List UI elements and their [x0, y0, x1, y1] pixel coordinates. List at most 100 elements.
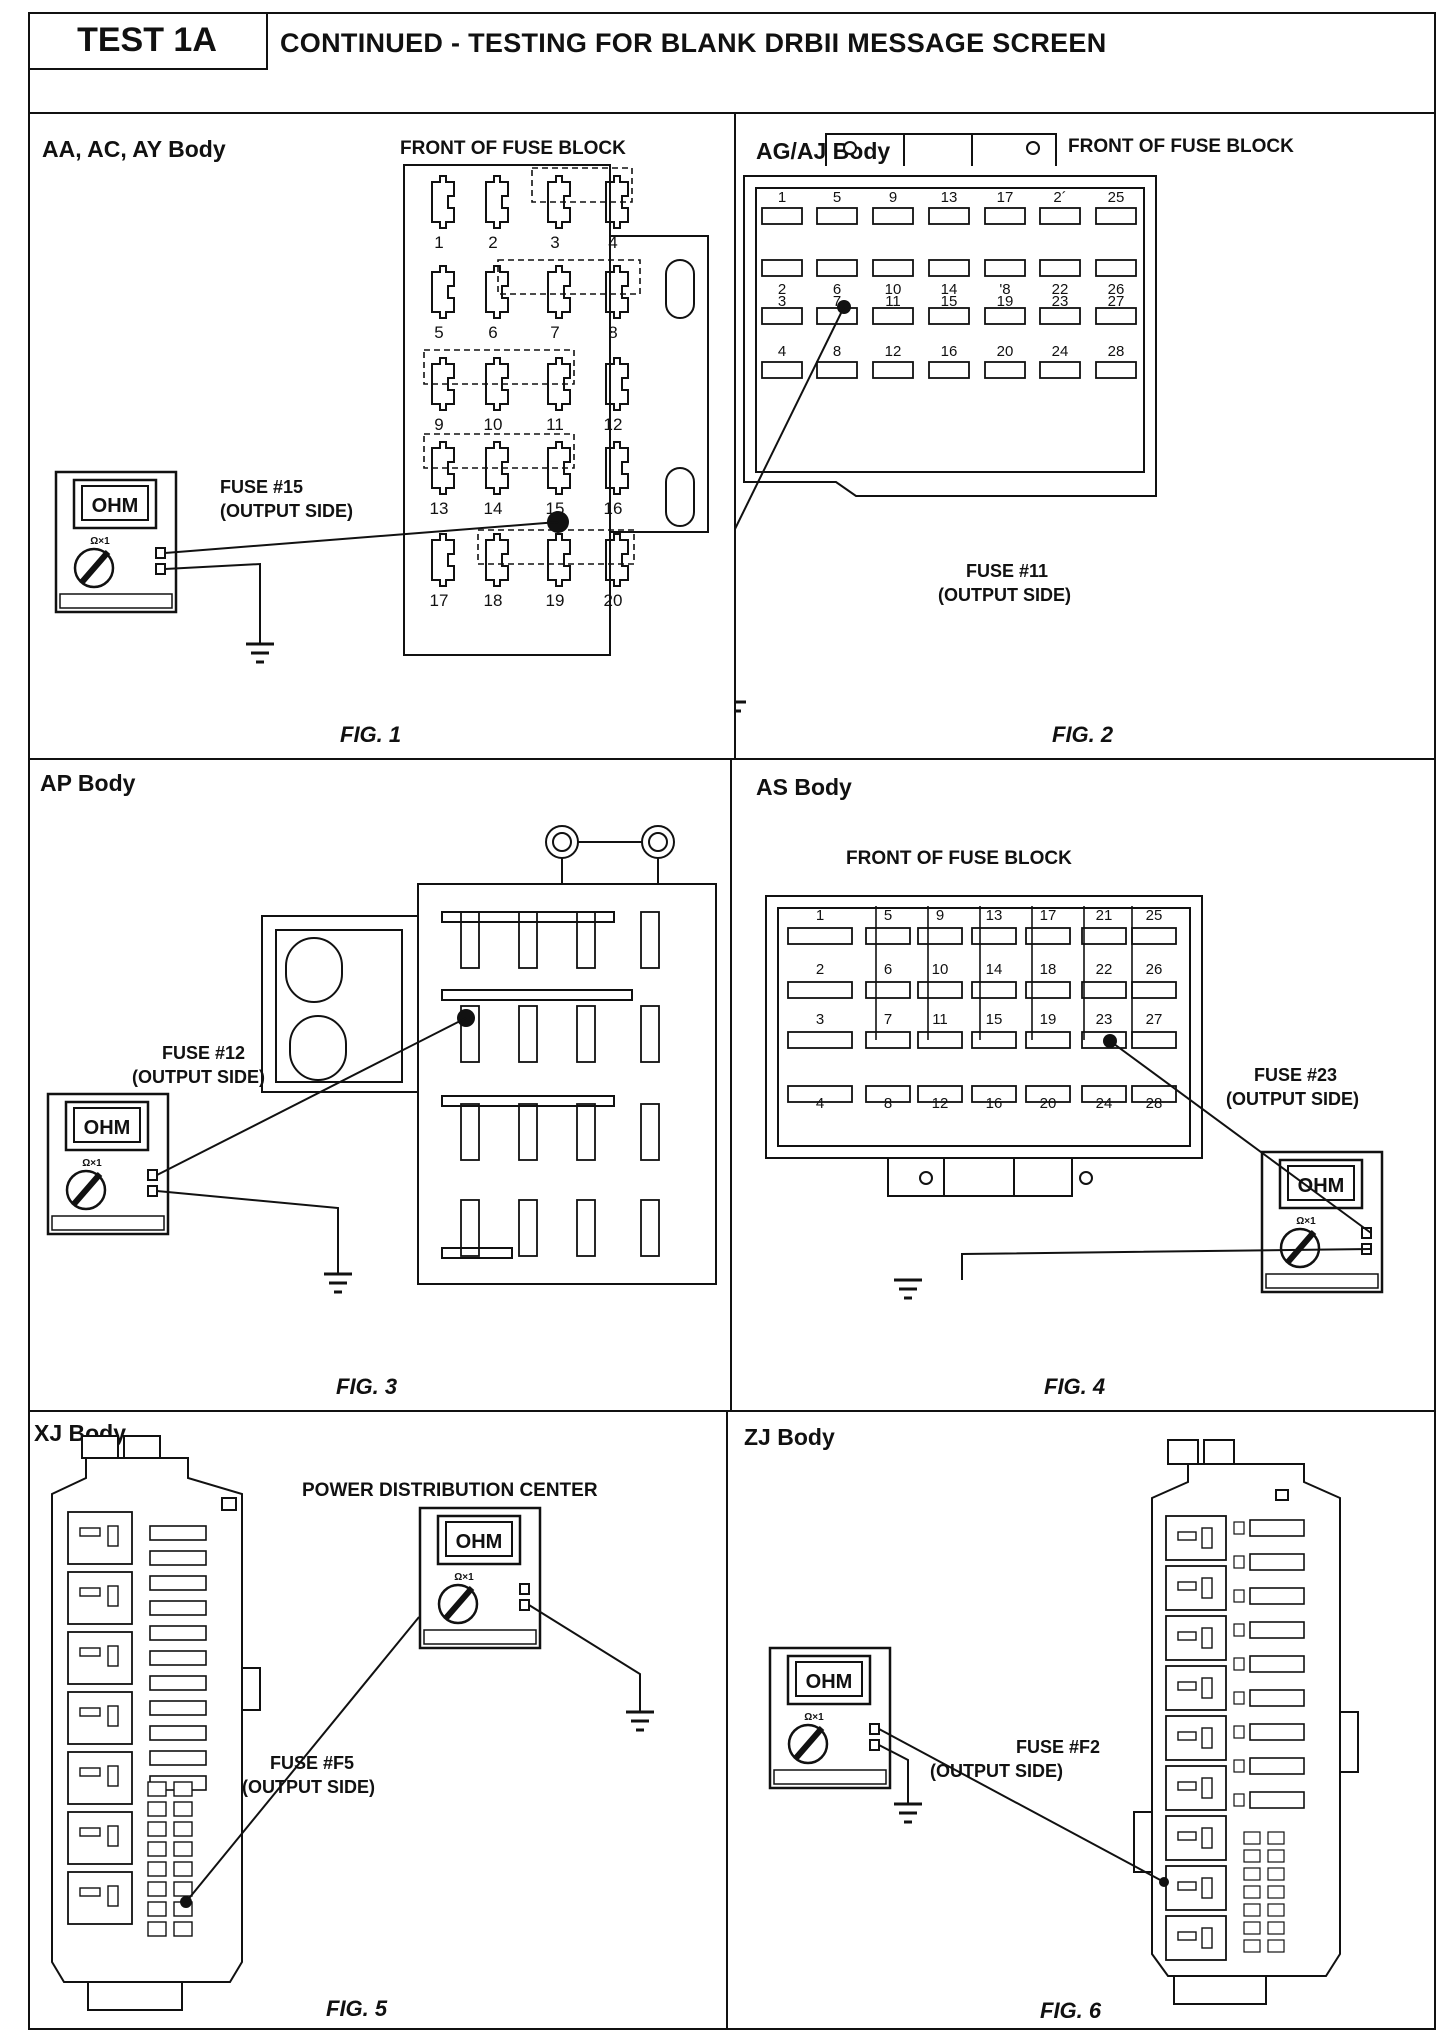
p4-fuse-slot-r3-c1 [865, 1085, 911, 1103]
p3-fuse-r0-c3 [640, 911, 660, 969]
p1-meter-jack-1 [155, 547, 166, 559]
p2-fuse-slot-r3-c1 [816, 361, 858, 379]
p1-fuse-number-8: 8 [608, 323, 617, 342]
panel5-figure-label: FIG. 5 [326, 1996, 388, 2021]
p4-fuse-slot-r3-c5 [1081, 1085, 1127, 1103]
p3-probe-lead [156, 1017, 467, 1176]
p5-top-clip [221, 1497, 237, 1511]
p5-relay-2 [67, 1631, 133, 1685]
header-divider [28, 112, 1436, 114]
p2-fuse-block-body [743, 175, 1157, 497]
p2-fuse-slot-r2-c4 [984, 307, 1026, 325]
p1-jumper-0 [531, 167, 633, 203]
p6-relay-pin-a-2 [1177, 1631, 1197, 1641]
p6-ground-lead [878, 1744, 909, 1804]
p4-fuse-number-3: 3 [816, 1011, 824, 1028]
p6-minifuse-8 [1249, 1791, 1305, 1809]
p4-fuse-number-25: 25 [1146, 907, 1163, 924]
p6-relay-pin-b-8 [1201, 1927, 1213, 1949]
p2-top-tab [825, 133, 1057, 166]
p1-bracket-slot-2 [665, 467, 695, 527]
p1-fuse-number-2: 2 [488, 233, 497, 252]
p3-fuse-r1-c1 [518, 1005, 538, 1063]
p1-fuse-12 [605, 357, 629, 411]
p3-busbar-2 [441, 1095, 615, 1107]
p1-fuse-number-18: 18 [484, 591, 503, 610]
p1-fuse-5 [431, 265, 455, 319]
p5b-meter-display [445, 1521, 513, 1557]
p6-relay-pin-a-3 [1177, 1681, 1197, 1691]
panel3-figure-label: FIG. 3 [336, 1374, 398, 1399]
p1-jumper-4 [477, 529, 635, 565]
p6-cartridge-a-4 [1243, 1903, 1261, 1917]
divider-v-row3 [726, 1410, 728, 2030]
p2-fuse-number-17: 17 [997, 189, 1014, 206]
p3-meter-jack-1 [147, 1169, 158, 1181]
p5-cartridge-b-5 [173, 1881, 193, 1897]
p4-fuse-number-28: 28 [1146, 1095, 1163, 1112]
p6-relay-pin-b-3 [1201, 1677, 1213, 1699]
p2-fuse-slot-r0-c6 [1095, 207, 1137, 225]
p4-fuse-slot-r0-c3 [971, 927, 1017, 945]
panel5-fuse-block-label: POWER DISTRIBUTION CENTER [302, 1480, 598, 1501]
p5-minifuse-5 [149, 1650, 207, 1666]
p4-fuse-slot-r2-c3 [971, 1031, 1017, 1049]
p4-fuse-number-21: 21 [1096, 907, 1113, 924]
page-frame [28, 12, 1436, 2030]
p1-ground-lead [164, 562, 261, 644]
p5-top-tab-1 [81, 1435, 119, 1459]
p4-fuse-number-7: 7 [884, 1011, 892, 1028]
p1-fuse-number-17: 17 [430, 591, 449, 610]
p4-fuse-number-26: 26 [1146, 961, 1163, 978]
p1-fuse-number-12: 12 [604, 415, 623, 434]
p3-fuse-r3-c1 [518, 1199, 538, 1257]
divider-v-row2 [730, 758, 732, 1412]
p1-fuse-number-19: 19 [546, 591, 565, 610]
p3-fuse-r2-c1 [518, 1103, 538, 1161]
p3-fuse-r0-c2 [576, 911, 596, 969]
p3-fuse-r3-c3 [640, 1199, 660, 1257]
p1-fuse-15 [547, 441, 571, 495]
p5-relay-5 [67, 1811, 133, 1865]
p5-cartridge-b-3 [173, 1841, 193, 1857]
p2-fuse-slot-r3-c2 [872, 361, 914, 379]
p3-fuse-r1-c2 [576, 1005, 596, 1063]
p5-relay-pin-b-2 [107, 1645, 119, 1667]
p5-cartridge-b-0 [173, 1781, 193, 1797]
p2-fuse-number-6: 6 [833, 281, 841, 298]
panel3-fuse-label: FUSE #12 [162, 1043, 246, 1063]
p2-fuse-number-'8: '8 [999, 281, 1010, 298]
p3-fuse-r1-c3 [640, 1005, 660, 1063]
p4-meter-display [1287, 1165, 1355, 1201]
p6-relay-pin-a-0 [1177, 1531, 1197, 1541]
p2-fuse-number-11: 11 [885, 293, 901, 310]
p3-fuse-r3-c2 [576, 1199, 596, 1257]
p6-relay-pin-a-6 [1177, 1831, 1197, 1841]
p4-fuse-number-16: 16 [986, 1095, 1003, 1112]
panel1-side-label: (OUTPUT SIDE) [220, 501, 353, 521]
p4-fuse-number-19: 19 [1040, 1011, 1057, 1028]
p1-fuse-number-10: 10 [484, 415, 503, 434]
p4-fuse-number-24: 24 [1096, 1095, 1113, 1112]
p1-fuse-4 [605, 175, 629, 229]
p6-relay-pin-b-5 [1201, 1777, 1213, 1799]
p5-cartridge-a-4 [147, 1861, 167, 1877]
p3-ground-lead [156, 1190, 339, 1274]
p5-minifuse-4 [149, 1625, 207, 1641]
p4-fuse-number-22: 22 [1096, 961, 1113, 978]
p6-relay-pin-a-8 [1177, 1931, 1197, 1941]
p1-fuse-number-14: 14 [484, 499, 503, 518]
panel4-body-label: AS Body [756, 774, 852, 800]
p3-terminal-1-inner [552, 832, 572, 852]
p3-meter-display-text: OHM [84, 1117, 131, 1139]
p1-meter-range-text: Ω×1 [90, 536, 110, 547]
p6-bottom-handle [1173, 1975, 1267, 2005]
p1-fuse-number-7: 7 [550, 323, 559, 342]
p6-minifuse-5 [1249, 1689, 1305, 1707]
p4-fuse-slot-r1-c1 [865, 981, 911, 999]
